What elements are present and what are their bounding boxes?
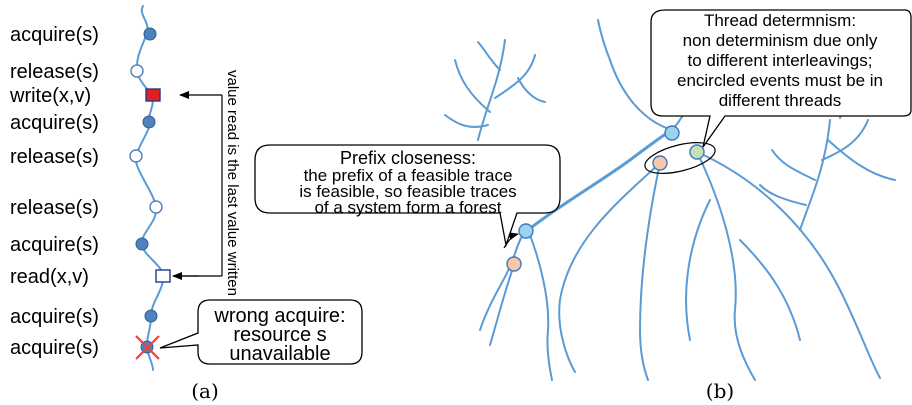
trace-tree-branch (771, 149, 816, 181)
trace-tree-branch (558, 162, 661, 373)
event-node-green (689, 144, 705, 160)
event-marker-acquire (143, 27, 157, 41)
trace-tree-branch (527, 229, 553, 381)
trace-tree-branch (739, 239, 801, 341)
event-node-orange (506, 256, 522, 272)
panel-a-caption: (a) (191, 379, 219, 403)
prefix-closeness-line: the prefix of a feasible trace (304, 166, 513, 185)
trace-tree-branch (638, 162, 661, 381)
trace-tree-branch (494, 54, 536, 99)
event-node-orange (652, 155, 668, 171)
trace-tree-branch (759, 184, 807, 206)
event-label: acquire(s) (10, 24, 99, 46)
panel-b: Prefix closeness: the prefix of a feasib… (254, 9, 912, 403)
event-label: release(s) (10, 61, 99, 83)
event-marker-release (129, 149, 143, 163)
trace-tree-branch (479, 229, 529, 331)
event-label: release(s) (10, 197, 99, 219)
event-marker-read (155, 269, 171, 283)
prefix-closeness-line: of a system form a forest (314, 198, 501, 217)
event-marker-release (149, 200, 163, 214)
thread-determinism-callout: Thread determnism: non determinism due o… (650, 9, 912, 148)
trace-tree-branch (454, 59, 491, 113)
event-node-blue (518, 223, 534, 239)
trace-tree-branch (696, 151, 881, 379)
panel-a: acquire(s) release(s) write(x,v) acquire… (9, 5, 363, 403)
event-marker-write (145, 88, 161, 102)
trace-tree-branch (827, 139, 896, 181)
event-label: read(x,v) (10, 266, 89, 288)
wrong-acquire-callout: wrong acquire: resource s unavailable (159, 299, 363, 365)
prefix-closeness-callout: Prefix closeness: the prefix of a feasib… (254, 144, 561, 248)
read-write-arrow (172, 91, 223, 280)
trace-tree-branch (696, 151, 756, 381)
event-label: write(x,v) (9, 85, 91, 107)
trace-tree-branch (477, 39, 506, 141)
event-label: acquire(s) (10, 112, 99, 134)
wrong-acquire-line: unavailable (229, 343, 330, 365)
event-marker-acquire (142, 115, 156, 129)
encircled-events-ellipse (644, 142, 716, 174)
trace-tree-branch (597, 19, 673, 131)
event-marker-release (130, 64, 144, 78)
thread-determinism-line: Thread determnism: (704, 11, 856, 30)
event-label: acquire(s) (10, 234, 99, 256)
thread-determinism-line: encircled events must be in (677, 71, 883, 90)
prefix-arrow (503, 232, 519, 249)
trace-tree-branch (477, 41, 501, 71)
value-note: value read is the last value written (224, 70, 241, 296)
cross-mark-icon (135, 335, 160, 360)
trace-tree-branch (444, 114, 489, 128)
panel-b-caption: (b) (706, 379, 734, 403)
trace-tree-branch (821, 119, 869, 161)
prefix-closeness-line: is feasible, so feasible traces (299, 182, 516, 201)
trace-tree-branch (517, 77, 546, 103)
trace-tree-branch (799, 119, 831, 231)
thread-determinism-line: to different interleavings; (688, 51, 873, 70)
wrong-acquire-line: resource s (233, 324, 326, 346)
event-marker-acquire (144, 309, 158, 323)
prefix-closeness-line: Prefix closeness: (340, 148, 476, 168)
event-label: acquire(s) (10, 306, 99, 328)
wrong-acquire-line: wrong acquire: (213, 305, 345, 327)
trace-tree-branch (685, 199, 711, 341)
thread-determinism-line: different threads (719, 91, 842, 110)
event-node-blue (664, 125, 680, 141)
event-marker-acquire (135, 237, 149, 251)
event-label: acquire(s) (10, 337, 99, 359)
event-label: release(s) (10, 146, 99, 168)
thread-determinism-line: non determinism due only (683, 31, 878, 50)
trace-tree-branch (489, 261, 516, 346)
